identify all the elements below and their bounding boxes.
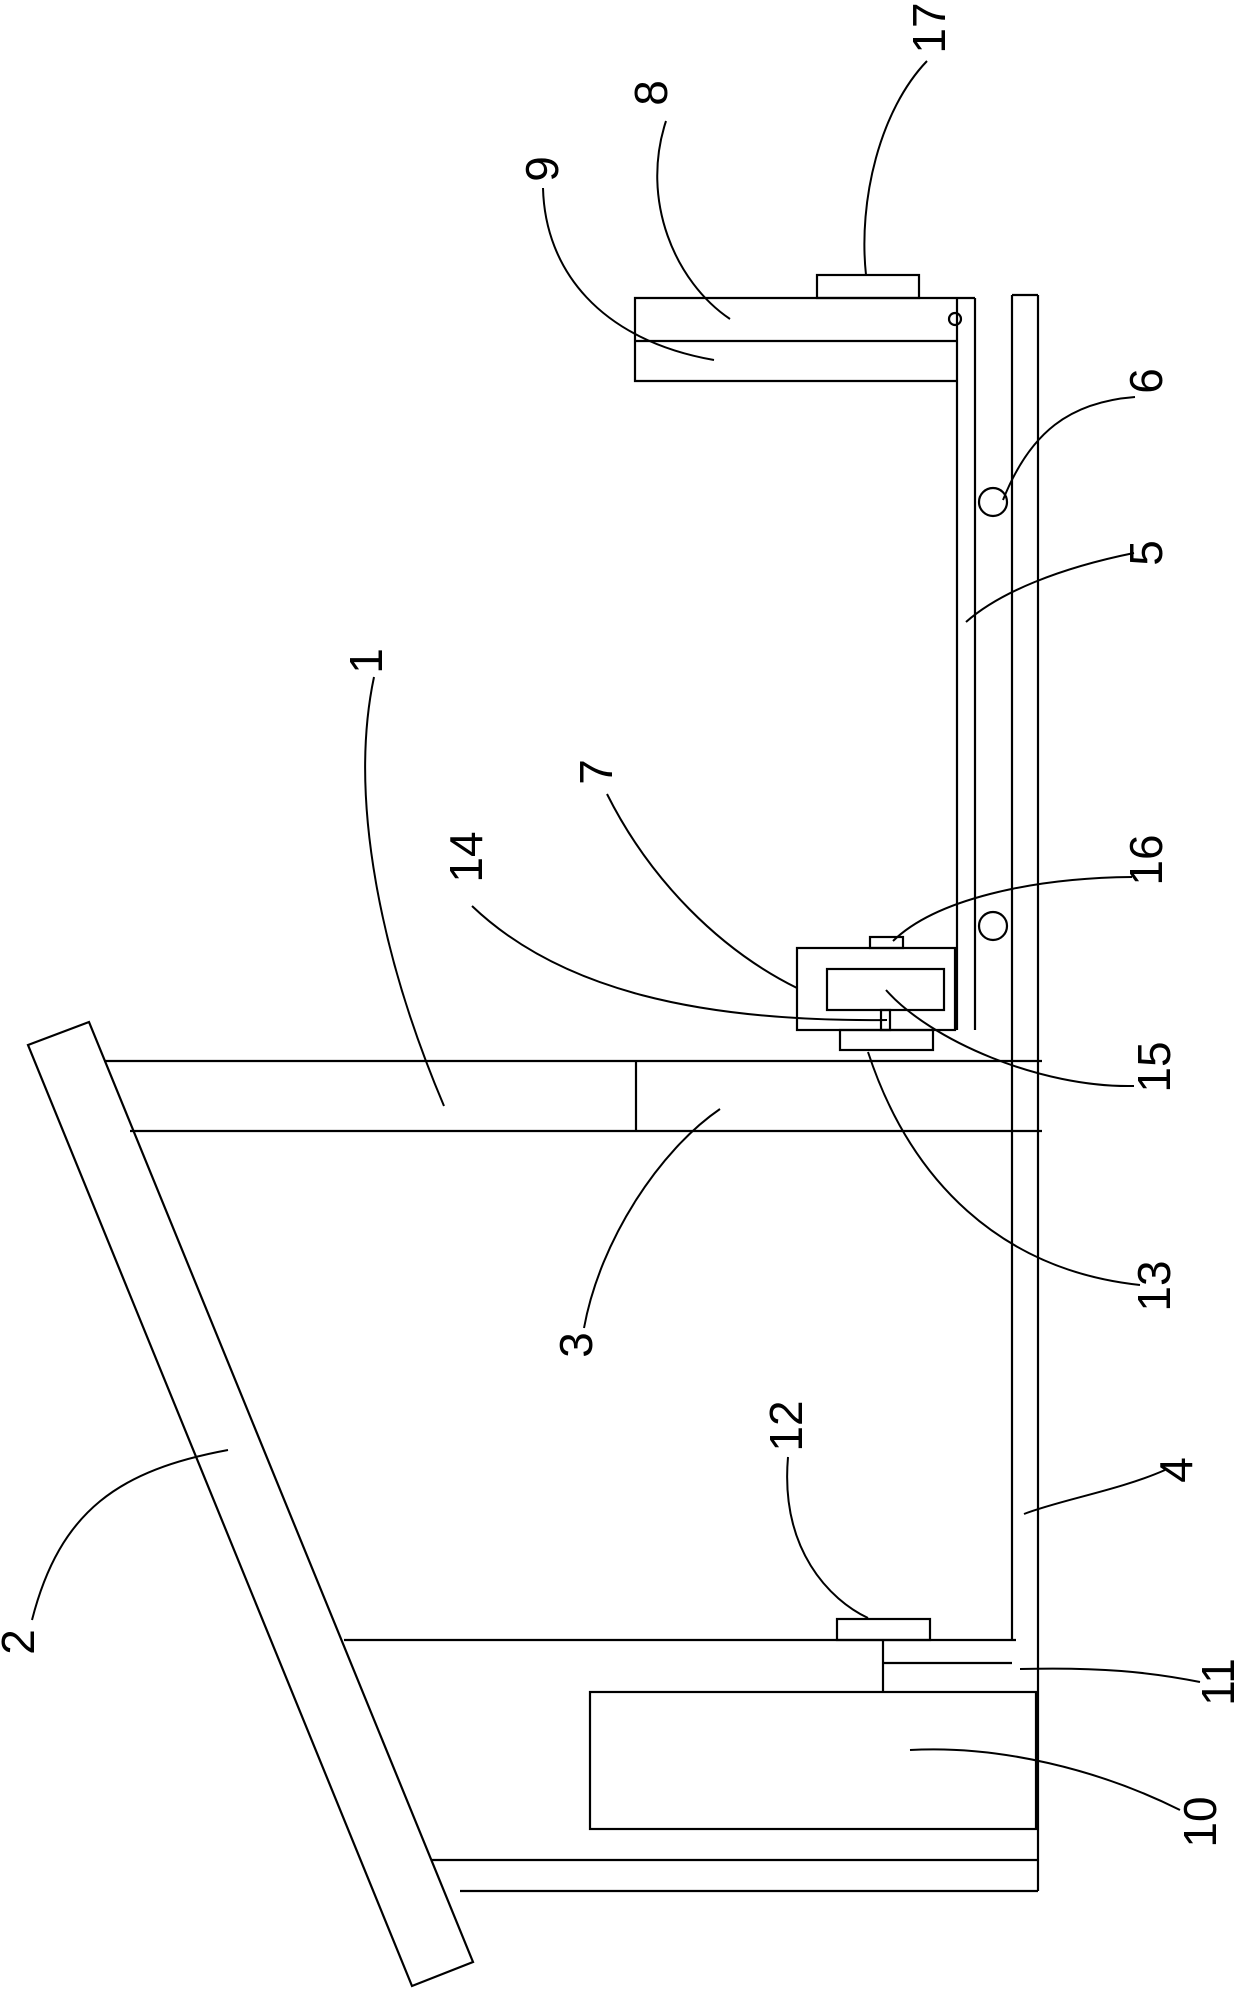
label-13: 13 (1128, 1260, 1180, 1311)
label-7: 7 (570, 759, 622, 785)
rollers-6 (979, 488, 1007, 940)
label-11: 11 (1192, 1658, 1244, 1706)
label-10: 10 (1174, 1796, 1226, 1847)
plate-17 (817, 275, 919, 298)
label-16: 16 (1120, 834, 1172, 885)
inner-block-15 (827, 969, 944, 1010)
label-6: 6 (1120, 368, 1172, 394)
top-arm-8-9 (635, 298, 975, 381)
label-14: 14 (440, 831, 492, 882)
plate-12 (837, 1619, 930, 1640)
housing-7 (797, 948, 955, 1030)
vertical-rail-4 (1012, 295, 1038, 1891)
label-5: 5 (1120, 540, 1172, 566)
frame-bar-lower (344, 1640, 1038, 1891)
plate-13 (840, 1030, 933, 1050)
label-12: 12 (760, 1400, 812, 1451)
box-10 (590, 1692, 1036, 1829)
reference-labels: 1 2 3 4 5 6 7 8 9 10 11 12 13 14 15 16 1… (0, 2, 1244, 1847)
label-15: 15 (1128, 1041, 1180, 1092)
label-2: 2 (0, 1629, 44, 1655)
leader-lines (32, 61, 1200, 1810)
label-1: 1 (340, 648, 392, 674)
label-3: 3 (550, 1332, 602, 1358)
label-9: 9 (516, 156, 568, 182)
label-8: 8 (625, 80, 677, 106)
label-4: 4 (1150, 1457, 1202, 1483)
label-17: 17 (903, 2, 955, 53)
frame-bar-1 (104, 1061, 1042, 1131)
inclined-plate-2 (28, 1022, 473, 1986)
tab-16 (870, 937, 903, 948)
slide-bar-5 (957, 298, 975, 1030)
connector-11 (883, 1640, 1012, 1692)
